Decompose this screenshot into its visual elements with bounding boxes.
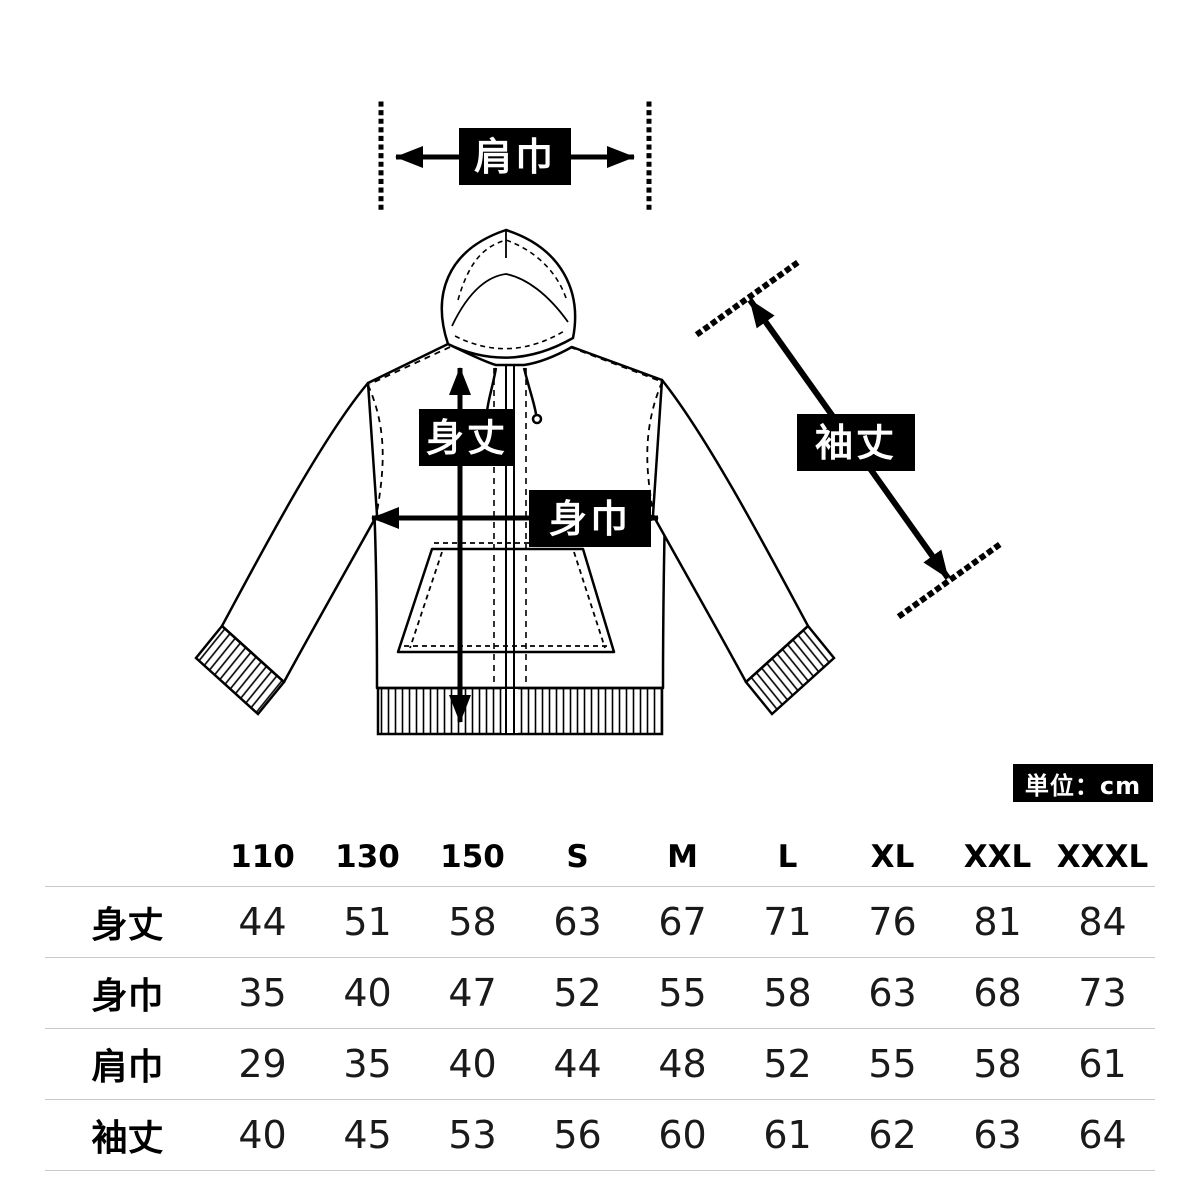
size-table-row: 身巾 35 40 47 52 55 58 63 68 73 (45, 957, 1155, 1028)
body-length-label: 身丈 (419, 409, 515, 466)
left-sleeve (220, 381, 379, 684)
size-value: 63 (973, 1113, 1022, 1157)
row-label: 肩巾 (91, 1047, 164, 1088)
column-header: XXXL (1056, 839, 1149, 875)
size-value: 40 (238, 1113, 287, 1157)
size-value: 62 (868, 1113, 917, 1157)
size-value: 29 (238, 1042, 287, 1086)
hem-ribbing (376, 686, 664, 736)
size-value: 52 (763, 1042, 812, 1086)
right-cuff (744, 624, 836, 716)
size-value: 68 (973, 971, 1022, 1015)
size-value: 44 (553, 1042, 602, 1086)
body-width-label: 身巾 (529, 490, 651, 547)
shoulder-width-label: 肩巾 (459, 128, 571, 185)
size-table-row: 身丈 44 51 58 63 67 71 76 81 84 (45, 886, 1155, 957)
row-label: 袖丈 (91, 1118, 164, 1159)
column-header: L (777, 839, 798, 875)
size-table-header-row: 110 130 150 S M L XL XXL XXXL (45, 828, 1155, 886)
sleeve-length-label: 袖丈 (797, 414, 915, 471)
column-header: XL (870, 839, 915, 875)
size-value: 73 (1078, 971, 1127, 1015)
size-value: 58 (448, 900, 497, 944)
size-value: 51 (343, 900, 392, 944)
left-cuff (194, 624, 286, 716)
column-header: 110 (230, 839, 295, 875)
size-value: 64 (1078, 1113, 1127, 1157)
right-sleeve (651, 378, 810, 684)
size-value: 71 (763, 900, 812, 944)
column-header: S (566, 839, 589, 875)
shoulder-width-guides (378, 101, 652, 215)
sleeve-length-guides (694, 258, 1004, 620)
size-value: 45 (343, 1113, 392, 1157)
size-value: 67 (658, 900, 707, 944)
size-table-row: 袖丈 40 45 53 56 60 61 62 63 64 (45, 1099, 1155, 1170)
size-value: 55 (658, 971, 707, 1015)
size-value: 56 (553, 1113, 602, 1157)
size-value: 40 (343, 971, 392, 1015)
size-table: 110 130 150 S M L XL XXL XXXL 身丈 44 51 58 63 67 71 76 81 8… (45, 828, 1155, 1171)
hood (440, 228, 577, 359)
column-header: XXL (963, 839, 1032, 875)
column-header: 150 (440, 839, 505, 875)
size-value: 58 (973, 1042, 1022, 1086)
size-value: 48 (658, 1042, 707, 1086)
size-value: 52 (553, 971, 602, 1015)
seam-lines (367, 346, 663, 513)
size-value: 58 (763, 971, 812, 1015)
size-value: 40 (448, 1042, 497, 1086)
size-value: 47 (448, 971, 497, 1015)
size-value: 63 (553, 900, 602, 944)
column-header: 130 (335, 839, 400, 875)
size-value: 61 (1078, 1042, 1127, 1086)
size-value: 60 (658, 1113, 707, 1157)
size-value: 53 (448, 1113, 497, 1157)
size-table-row: 肩巾 29 35 40 44 48 52 55 58 61 (45, 1028, 1155, 1099)
size-value: 55 (868, 1042, 917, 1086)
size-value: 35 (238, 971, 287, 1015)
unit-badge: 単位：cm (1013, 764, 1153, 802)
size-value: 35 (343, 1042, 392, 1086)
size-value: 63 (868, 971, 917, 1015)
row-label: 身丈 (91, 905, 164, 946)
size-value: 44 (238, 900, 287, 944)
row-label: 身巾 (91, 976, 164, 1017)
column-header: M (667, 839, 698, 875)
size-value: 84 (1078, 900, 1127, 944)
size-value: 61 (763, 1113, 812, 1157)
size-value: 76 (868, 900, 917, 944)
size-value: 81 (973, 900, 1022, 944)
